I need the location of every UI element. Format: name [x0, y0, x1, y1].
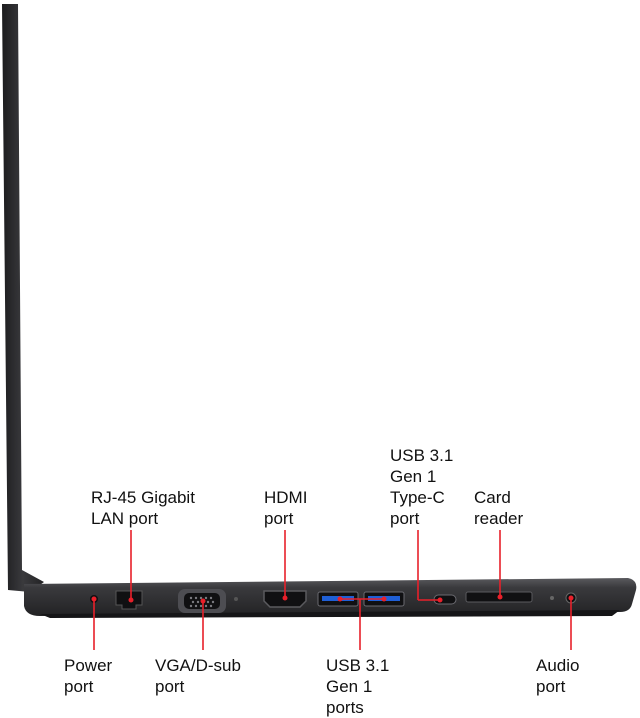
label-usb-a-ports: USB 3.1 Gen 1 ports	[326, 656, 390, 717]
label-hdmi-port: HDMI port	[264, 488, 308, 528]
label-rj45-lan-port: RJ-45 Gigabit LAN port	[91, 488, 195, 528]
laptop-lid	[2, 4, 44, 592]
label-usb-c-port: USB 3.1 Gen 1 Type-C port	[390, 446, 454, 528]
label-card-reader: Card reader	[474, 488, 524, 528]
label-power-port: Power port	[64, 656, 113, 696]
laptop-base-shadow	[40, 610, 620, 618]
label-audio-port: Audio port	[536, 656, 580, 696]
label-vga-port: VGA/D-sub port	[155, 656, 241, 696]
